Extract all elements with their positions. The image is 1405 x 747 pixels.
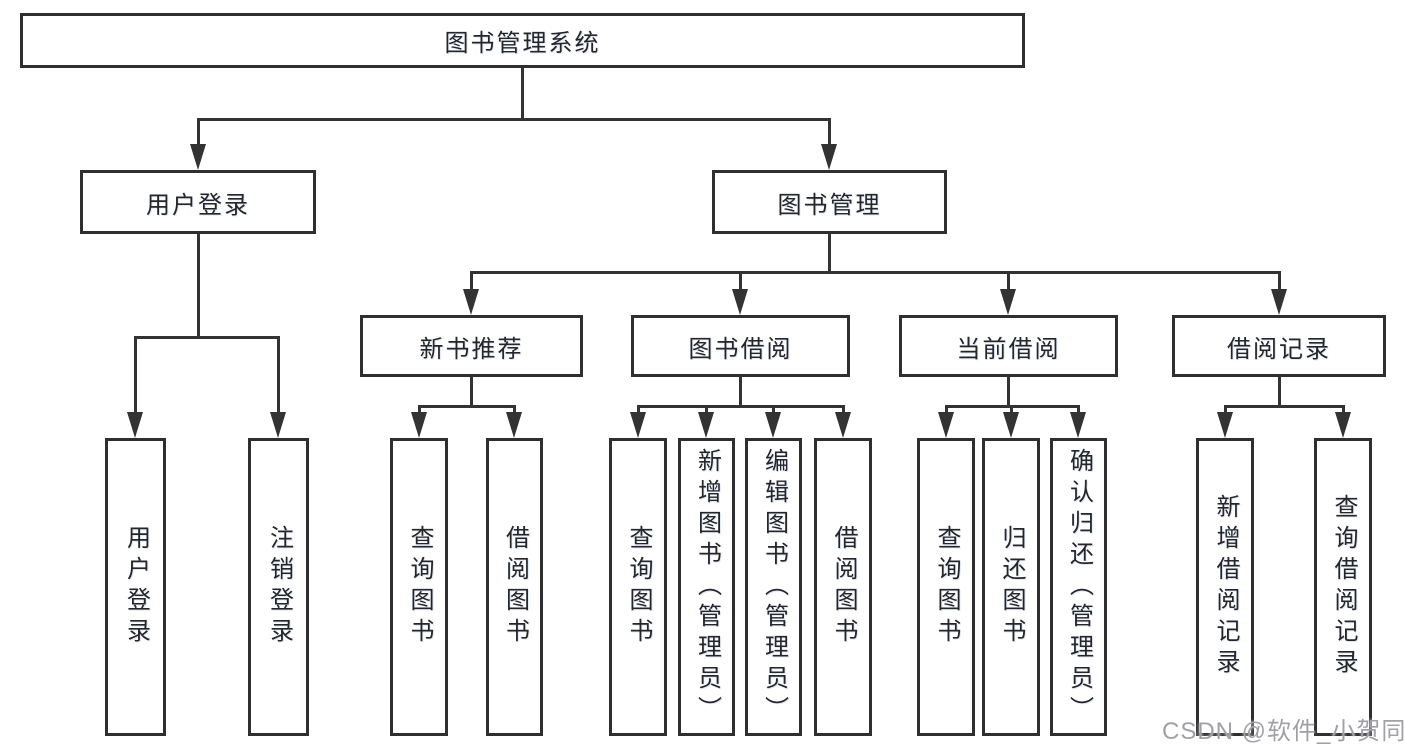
connector-user-login-bar (134, 336, 280, 339)
connector-drop-nbr-borrow (513, 405, 516, 414)
node-user-login: 用户登录 (80, 170, 316, 234)
arrowhead-cb-return (1003, 412, 1019, 438)
arrowhead-cb-query (938, 412, 954, 438)
connector-drop-bb-query (637, 405, 640, 414)
leaf-br-query-record-label: 查询借阅记录 (1330, 494, 1357, 680)
leaf-bb-add-book-admin: 新增图书（管理员） (678, 438, 735, 736)
leaf-bb-edit-book-admin: 编辑图书（管理员） (745, 438, 802, 736)
arrowhead-book-borrow (732, 289, 748, 315)
leaf-br-query-record: 查询借阅记录 (1314, 438, 1372, 736)
leaf-nbr-borrow-book-label: 借阅图书 (501, 525, 529, 649)
node-book-management-label: 图书管理 (777, 191, 882, 219)
connector-drop-bb-add (705, 405, 708, 414)
leaf-cb-confirm-return-admin: 确认归还（管理员） (1050, 438, 1107, 736)
connector-bb-bar (637, 405, 844, 408)
node-borrow-record-label: 借阅记录 (1227, 335, 1331, 363)
connector-drop-leaf-user-login (134, 336, 137, 414)
node-book-management: 图书管理 (712, 170, 947, 234)
leaf-bb-query-book-label: 查询图书 (625, 525, 652, 649)
leaf-bb-borrow-book-label: 借阅图书 (830, 525, 857, 649)
connector-drop-book-management (828, 118, 831, 146)
arrowhead-nbr-query (411, 412, 427, 438)
leaf-cb-return-book-label: 归还图书 (998, 525, 1025, 649)
connector-br-stem (1278, 377, 1281, 407)
connector-root-stem (521, 68, 524, 120)
arrowhead-nbr-borrow (506, 412, 522, 438)
arrowhead-bb-query (630, 412, 646, 438)
node-new-book-recommend: 新书推荐 (360, 315, 583, 377)
node-current-borrow-label: 当前借阅 (956, 335, 1061, 363)
connector-drop-borrow-record (1278, 271, 1281, 292)
arrowhead-bb-edit (765, 412, 781, 438)
connector-drop-bb-edit (772, 405, 775, 414)
node-new-book-recommend-label: 新书推荐 (419, 335, 524, 363)
node-book-borrow-label: 图书借阅 (688, 335, 793, 363)
connector-root-bar (197, 118, 831, 121)
leaf-user-login: 用户登录 (105, 438, 166, 736)
leaf-logout: 注销登录 (248, 438, 309, 736)
connector-bb-stem (739, 377, 742, 407)
leaf-nbr-query-book-label: 查询图书 (406, 525, 433, 649)
connector-book-management-stem (828, 234, 831, 273)
csdn-watermark: CSDN @软件_小贺同学 (1162, 718, 1405, 745)
connector-book-management-bar (470, 271, 1280, 274)
node-library-system: 图书管理系统 (20, 13, 1025, 68)
leaf-bb-query-book: 查询图书 (609, 438, 667, 736)
leaf-bb-edit-book-admin-label: 编辑图书（管理员） (760, 447, 788, 727)
connector-user-login-stem (197, 234, 200, 338)
node-user-login-label: 用户登录 (146, 191, 250, 219)
node-current-borrow: 当前借阅 (899, 315, 1118, 377)
connector-br-bar (1224, 405, 1344, 408)
leaf-nbr-query-book: 查询图书 (390, 438, 448, 736)
leaf-user-login-label: 用户登录 (122, 525, 150, 649)
node-library-system-label: 图书管理系统 (444, 30, 601, 57)
node-borrow-record: 借阅记录 (1172, 315, 1386, 377)
leaf-bb-borrow-book: 借阅图书 (814, 438, 872, 736)
arrowhead-user-login (190, 144, 206, 170)
arrowhead-book-management (821, 144, 837, 170)
arrowhead-bb-borrow (835, 412, 851, 438)
connector-drop-cb-return (1010, 405, 1013, 414)
connector-nbr-bar (418, 405, 516, 408)
arrowhead-br-add (1217, 412, 1233, 438)
leaf-cb-confirm-return-admin-label: 确认归还（管理员） (1065, 447, 1093, 727)
leaf-cb-query-book: 查询图书 (917, 438, 975, 736)
leaf-cb-query-book-label: 查询图书 (933, 525, 960, 649)
arrowhead-leaf-logout (270, 412, 286, 438)
connector-cb-stem (1007, 377, 1010, 407)
connector-drop-cb-confirm (1077, 405, 1080, 414)
leaf-br-add-record-label: 新增借阅记录 (1212, 494, 1239, 680)
arrowhead-leaf-user-login (127, 412, 143, 438)
leaf-br-add-record: 新增借阅记录 (1196, 438, 1254, 736)
node-book-borrow: 图书借阅 (631, 315, 850, 377)
arrowhead-current-borrow (1000, 289, 1016, 315)
leaf-nbr-borrow-book: 借阅图书 (486, 438, 543, 736)
connector-drop-current-borrow (1007, 271, 1010, 292)
connector-drop-br-add (1224, 405, 1227, 414)
connector-drop-new-book-recommend (470, 271, 473, 292)
connector-drop-user-login (197, 118, 200, 146)
connector-drop-leaf-logout (277, 336, 280, 414)
connector-drop-nbr-query (418, 405, 421, 414)
connector-drop-book-borrow (739, 271, 742, 292)
arrowhead-borrow-record (1271, 289, 1287, 315)
arrowhead-bb-add (698, 412, 714, 438)
arrowhead-br-query (1335, 412, 1351, 438)
connector-drop-bb-borrow (842, 405, 845, 414)
connector-drop-cb-query (945, 405, 948, 414)
connector-nbr-stem (470, 377, 473, 407)
leaf-logout-label: 注销登录 (265, 525, 293, 649)
leaf-cb-return-book: 归还图书 (982, 438, 1040, 736)
connector-drop-br-query (1342, 405, 1345, 414)
arrowhead-new-book-recommend (463, 289, 479, 315)
leaf-bb-add-book-admin-label: 新增图书（管理员） (693, 447, 721, 727)
arrowhead-cb-confirm (1070, 412, 1086, 438)
